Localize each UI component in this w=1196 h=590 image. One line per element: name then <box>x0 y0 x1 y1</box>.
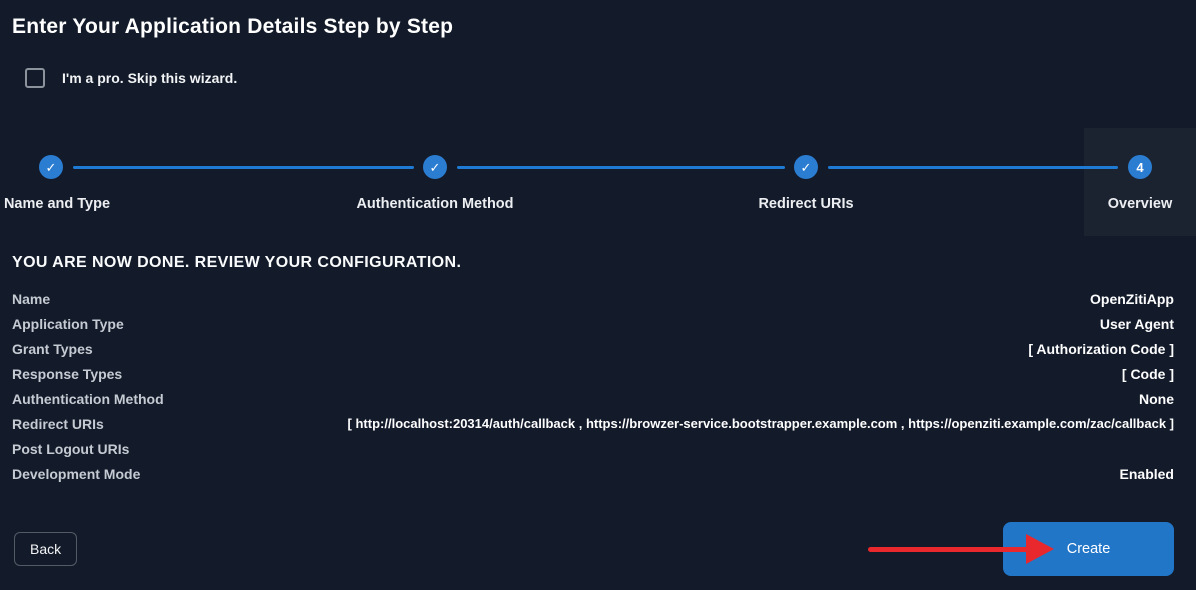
row-value: [ Code ] <box>1121 365 1174 382</box>
step-number: 4 <box>1136 159 1144 175</box>
step-4-circle: 4 <box>1128 155 1152 179</box>
row-label: Post Logout URIs <box>12 440 130 457</box>
step-connector-3 <box>828 166 1118 169</box>
step-label-name-and-type: Name and Type <box>3 196 111 212</box>
row-label: Authentication Method <box>12 390 164 407</box>
review-row-grant-types: Grant Types [ Authorization Code ] <box>12 336 1174 361</box>
review-row-name: Name OpenZitiApp <box>12 286 1174 311</box>
row-value: None <box>1139 390 1174 407</box>
skip-wizard-row[interactable]: I'm a pro. Skip this wizard. <box>25 68 237 88</box>
annotation-arrow-icon <box>1026 534 1054 564</box>
step-label-authentication-method: Authentication Method <box>356 196 514 212</box>
step-2-circle: ✓ <box>423 155 447 179</box>
review-rows: Name OpenZitiApp Application Type User A… <box>12 286 1174 486</box>
row-value: OpenZitiApp <box>1090 290 1174 307</box>
check-icon: ✓ <box>429 159 441 175</box>
review-heading: YOU ARE NOW DONE. REVIEW YOUR CONFIGURAT… <box>12 254 462 271</box>
row-label: Grant Types <box>12 340 93 357</box>
row-value: Enabled <box>1119 465 1174 482</box>
active-step-highlight <box>1084 128 1196 236</box>
step-label-overview: Overview <box>1107 196 1173 212</box>
row-label: Development Mode <box>12 465 141 482</box>
skip-wizard-label[interactable]: I'm a pro. Skip this wizard. <box>62 70 238 86</box>
step-1-circle: ✓ <box>39 155 63 179</box>
review-row-application-type: Application Type User Agent <box>12 311 1174 336</box>
row-value: [ http://localhost:20314/auth/callback ,… <box>347 416 1174 431</box>
annotation-arrow-line <box>868 547 1029 552</box>
step-connector-1 <box>73 166 414 169</box>
row-value: [ Authorization Code ] <box>1028 340 1174 357</box>
back-button[interactable]: Back <box>14 532 78 566</box>
row-label: Application Type <box>12 315 124 332</box>
skip-wizard-checkbox[interactable] <box>25 68 45 88</box>
check-icon: ✓ <box>800 159 812 175</box>
step-label-redirect-uris: Redirect URIs <box>758 196 854 212</box>
step-connector-2 <box>457 166 785 169</box>
review-row-response-types: Response Types [ Code ] <box>12 361 1174 386</box>
review-row-redirect-uris: Redirect URIs [ http://localhost:20314/a… <box>12 411 1174 436</box>
row-value: User Agent <box>1099 315 1174 332</box>
row-label: Response Types <box>12 365 123 382</box>
step-3-circle: ✓ <box>794 155 818 179</box>
row-label: Redirect URIs <box>12 415 104 432</box>
review-row-development-mode: Development Mode Enabled <box>12 461 1174 486</box>
check-icon: ✓ <box>45 159 57 175</box>
page-title: Enter Your Application Details Step by S… <box>12 15 454 38</box>
review-row-post-logout-uris: Post Logout URIs <box>12 436 1174 461</box>
row-label: Name <box>12 290 51 307</box>
review-row-authentication-method: Authentication Method None <box>12 386 1174 411</box>
